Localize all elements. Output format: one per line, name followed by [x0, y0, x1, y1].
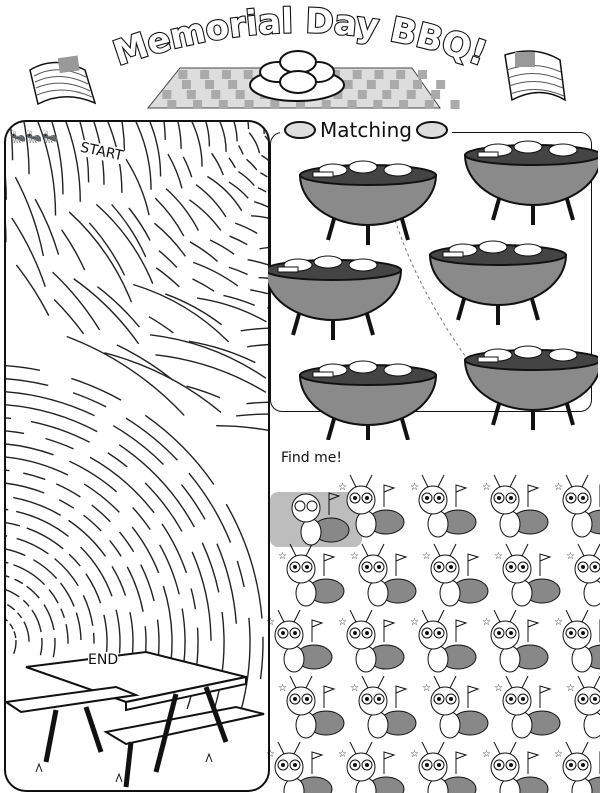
burger-icon — [415, 121, 448, 139]
ants-icon: 🐜🐜🐜 — [10, 130, 59, 145]
svg-text:☆: ☆ — [338, 617, 347, 628]
ant-icon: ☆ — [338, 474, 405, 538]
svg-text:☆: ☆ — [566, 551, 575, 562]
grill-matching-area — [268, 140, 598, 440]
ant-icon: ☆ — [410, 474, 477, 538]
ant-icon: ☆ — [266, 609, 333, 673]
grill-icon — [463, 345, 598, 430]
ant-icon: ☆ — [422, 543, 489, 607]
svg-text:☆: ☆ — [554, 617, 563, 628]
ant-icon: ☆ — [338, 609, 405, 673]
svg-text:☆: ☆ — [494, 683, 503, 694]
ant-icon: ☆ — [482, 474, 549, 538]
header: Memorial Day BBQ! — [0, 0, 600, 115]
svg-text:☆: ☆ — [554, 749, 563, 760]
ant-icon: ☆ — [554, 741, 600, 793]
maze-panel: 🐜🐜🐜 START END — [4, 120, 270, 792]
ant-icon: ☆ — [278, 675, 345, 739]
maze-end-label: END — [88, 652, 119, 668]
svg-text:☆: ☆ — [482, 749, 491, 760]
burger-plate-icon — [249, 50, 345, 102]
ant-icon: ☆ — [494, 543, 561, 607]
grill-icon — [298, 360, 438, 440]
ant-icon: ☆ — [338, 741, 405, 793]
ant-icon: ☆ — [410, 609, 477, 673]
svg-text:☆: ☆ — [554, 482, 563, 493]
svg-text:☆: ☆ — [266, 617, 275, 628]
matching-title: Matching — [320, 118, 412, 142]
american-flag-left-icon — [29, 55, 97, 106]
grill-icon — [298, 160, 438, 245]
svg-text:☆: ☆ — [338, 749, 347, 760]
matching-header: Matching — [280, 118, 452, 142]
ant-icon: ☆ — [350, 675, 417, 739]
svg-text:☆: ☆ — [566, 683, 575, 694]
svg-text:☆: ☆ — [494, 551, 503, 562]
svg-text:☆: ☆ — [278, 551, 287, 562]
american-flag-right-icon — [504, 50, 566, 102]
svg-text:☆: ☆ — [422, 551, 431, 562]
ant-icon: ☆ — [554, 474, 600, 538]
ant-icon: ☆ — [566, 675, 600, 739]
grill-icon — [428, 240, 568, 325]
svg-text:☆: ☆ — [482, 482, 491, 493]
ant-icon: ☆ — [266, 741, 333, 793]
svg-text:☆: ☆ — [350, 551, 359, 562]
ant-icon: ☆ — [350, 543, 417, 607]
svg-text:☆: ☆ — [482, 617, 491, 628]
svg-text:☆: ☆ — [278, 683, 287, 694]
svg-text:☆: ☆ — [410, 482, 419, 493]
svg-text:☆: ☆ — [350, 683, 359, 694]
find-me-ant-icon — [291, 492, 350, 546]
ant-pattern: ☆ ☆ ☆ ☆ ☆ ☆ ☆ ☆ ☆ ☆ ☆ ☆ ☆ ☆ ☆ ☆ ☆ ☆ ☆ ☆ ☆ ☆ ☆ ☆ — [266, 474, 600, 793]
find-me-title: Find me! — [281, 450, 342, 466]
svg-text:☆: ☆ — [266, 749, 275, 760]
picnic-table-icon — [6, 650, 265, 788]
ant-icon: ☆ — [482, 609, 549, 673]
maze[interactable] — [6, 122, 268, 790]
ant-icon: ☆ — [410, 741, 477, 793]
ant-icon: ☆ — [494, 675, 561, 739]
grill-icon — [463, 140, 598, 225]
svg-text:☆: ☆ — [422, 683, 431, 694]
svg-text:☆: ☆ — [410, 617, 419, 628]
svg-text:☆: ☆ — [410, 749, 419, 760]
grill-icon — [268, 255, 403, 340]
ant-icon: ☆ — [566, 543, 600, 607]
ant-icon: ☆ — [554, 609, 600, 673]
ant-icon: ☆ — [422, 675, 489, 739]
burger-icon — [284, 121, 316, 139]
header-art: Memorial Day BBQ! — [29, 0, 566, 109]
svg-text:☆: ☆ — [338, 482, 347, 493]
ant-icon: ☆ — [278, 543, 345, 607]
ant-icon: ☆ — [482, 741, 549, 793]
